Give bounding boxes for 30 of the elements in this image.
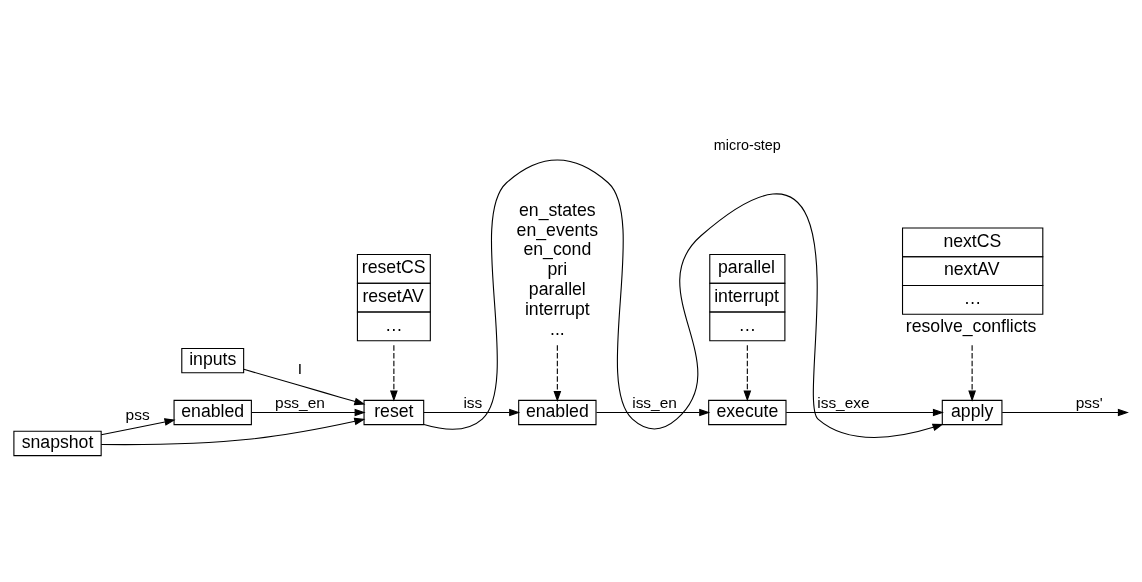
arrow — [100, 418, 176, 436]
label: micro-step — [713, 137, 781, 154]
node-text: en_states en_events en_cond pri parallel interrupt ... — [516, 199, 599, 339]
node-box: reset — [363, 399, 425, 426]
node-box: inputs — [181, 347, 245, 374]
arrow — [243, 368, 366, 406]
arrow — [968, 344, 976, 402]
edge-label: iss — [463, 394, 483, 412]
arrow — [553, 344, 562, 402]
edge-label: pss — [125, 406, 150, 424]
arrow — [251, 408, 366, 417]
arrow — [100, 417, 366, 446]
arrow — [423, 159, 944, 439]
edge-label: I — [297, 360, 303, 378]
node-label: resolve_conflicts — [905, 315, 1037, 336]
arrow — [785, 408, 944, 417]
arrow — [595, 408, 711, 417]
arrow — [743, 344, 752, 402]
node-box: execute — [708, 399, 787, 426]
arrow — [423, 408, 521, 417]
edge-label: pss_en — [275, 394, 325, 412]
edge-label: iss_en — [632, 394, 677, 412]
node-box: enabled — [173, 399, 252, 426]
node-box: enabled — [518, 399, 597, 426]
node-box: snapshot — [13, 430, 102, 457]
edge-label: iss_exe — [817, 394, 870, 412]
arrow — [1001, 408, 1129, 417]
edge-label: pss' — [1075, 394, 1103, 412]
node-box: apply — [941, 399, 1003, 426]
arrow — [390, 344, 398, 402]
